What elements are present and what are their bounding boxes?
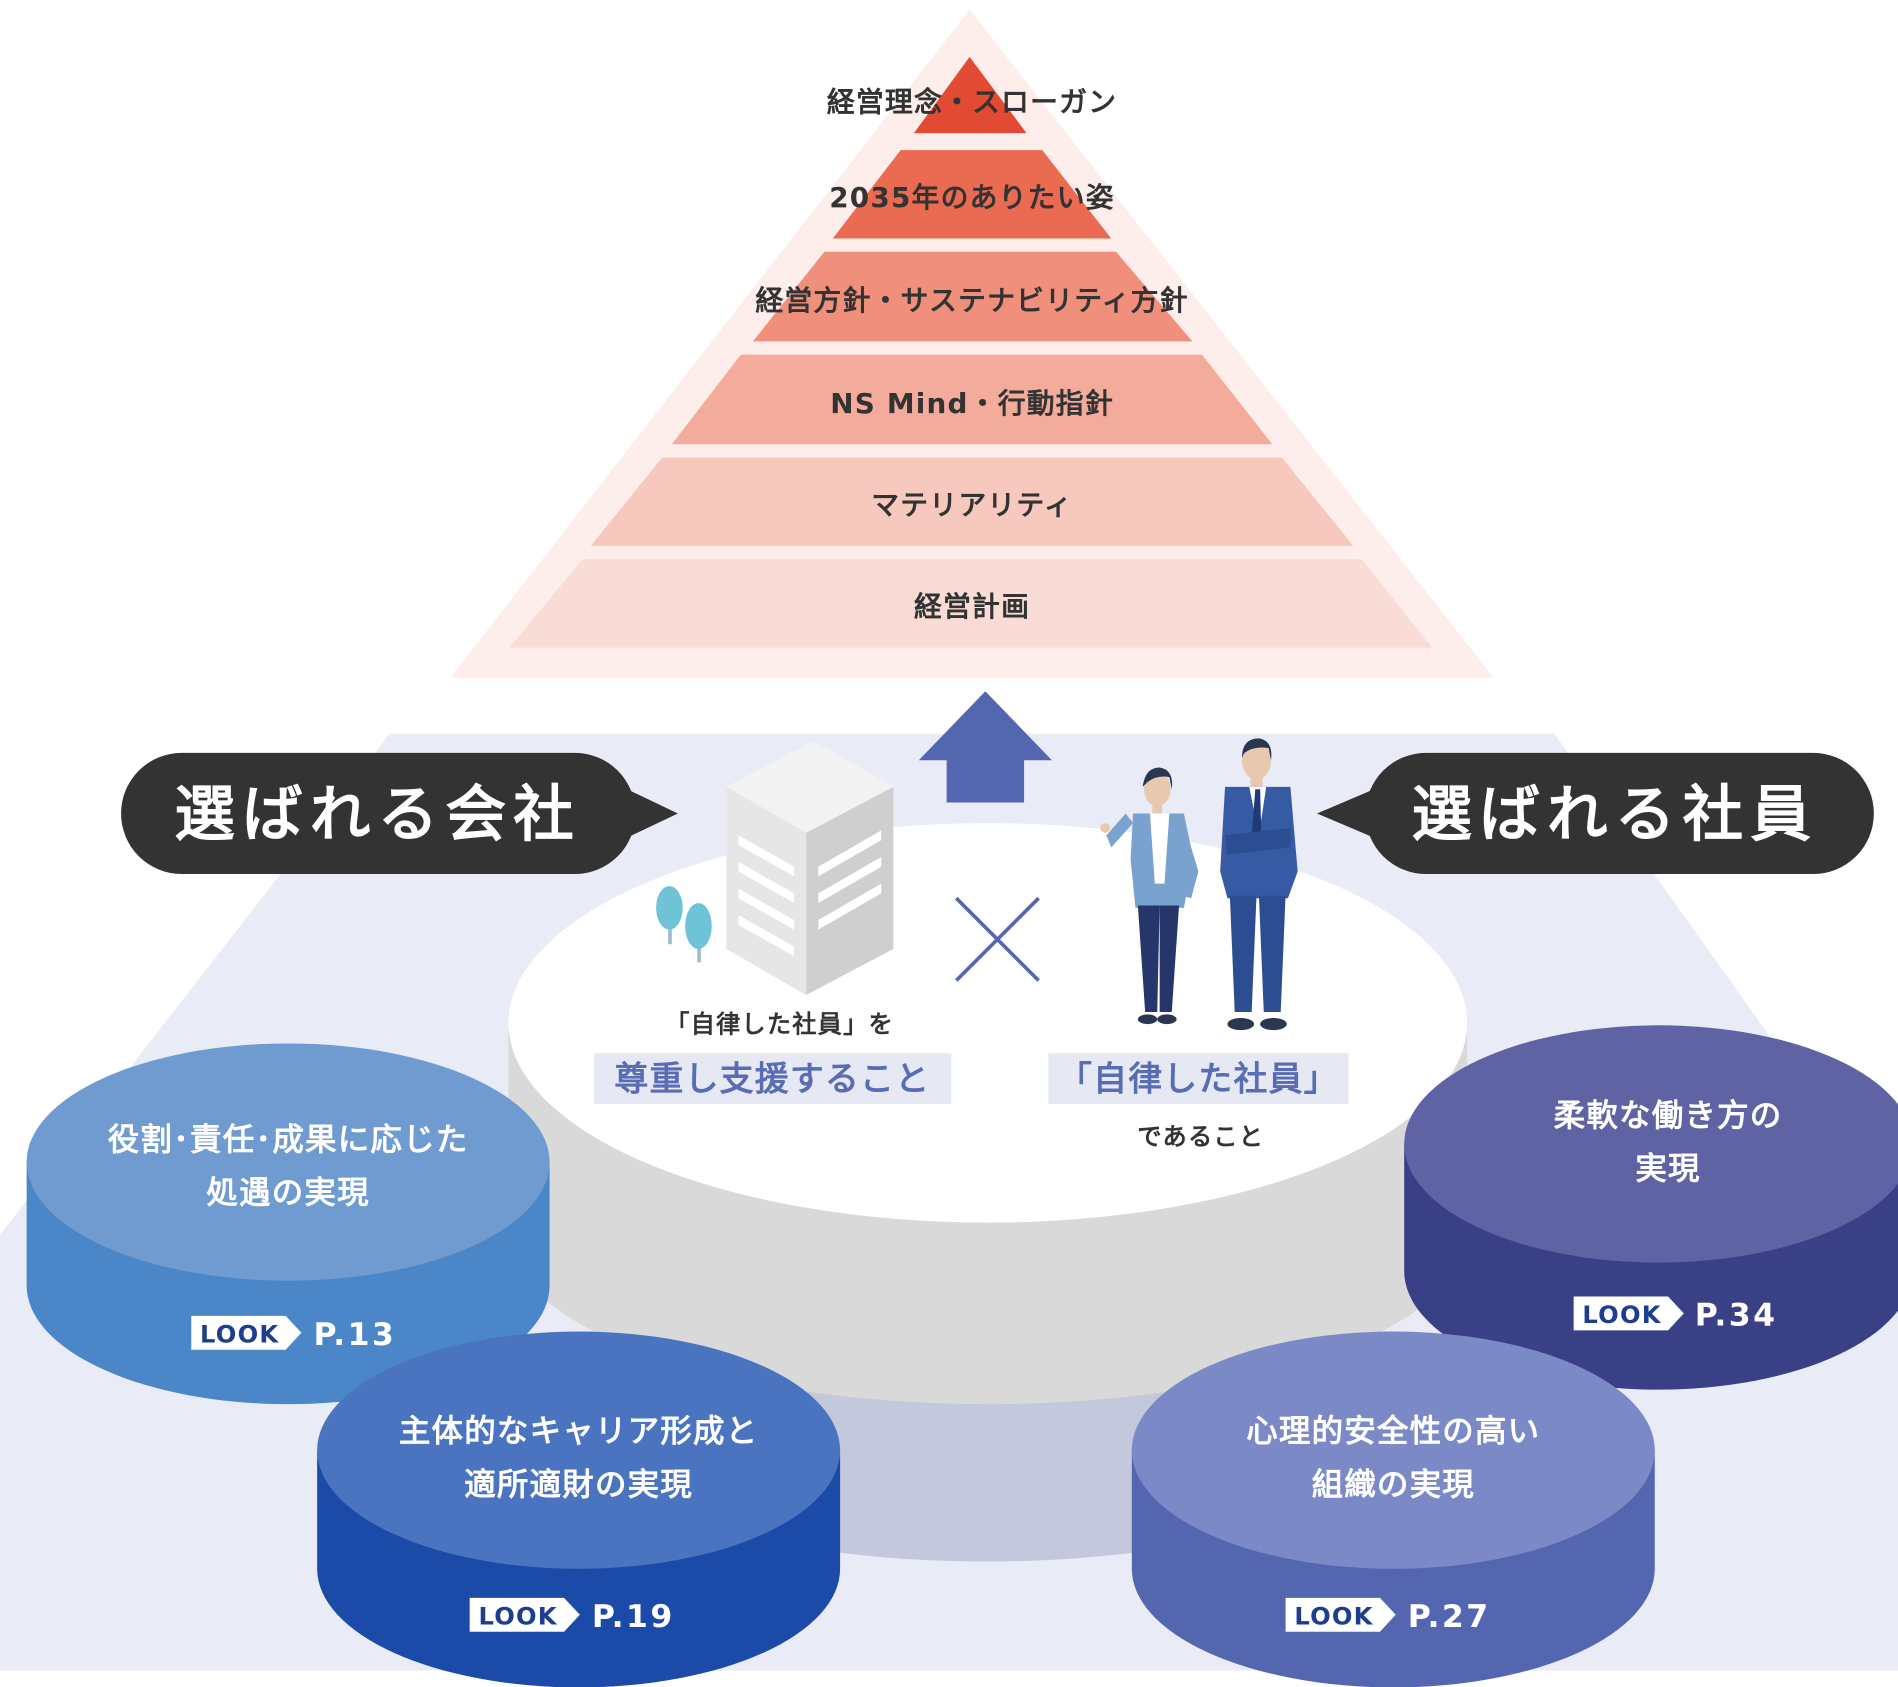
look-label-3: LOOK — [1294, 1602, 1373, 1630]
center-left-line1: 「自律した社員」を — [665, 1011, 894, 1039]
pyramid-label-6: 経営計画 — [914, 590, 1030, 623]
disc-psychological-safety: 心理的安全性の高い 組織の実現 LOOK P.27 — [1131, 1331, 1655, 1687]
center-right-highlight-bg — [1048, 1053, 1349, 1104]
disc-3-line1: 心理的安全性の高い — [1246, 1413, 1540, 1450]
look-label-2: LOOK — [478, 1602, 557, 1630]
callout-company-label: 選ばれる会社 — [174, 780, 581, 850]
disc-4-line2: 実現 — [1635, 1151, 1700, 1187]
page-ref-2: P.19 — [592, 1599, 675, 1635]
pyramid-label-4: NS Mind・行動指針 — [830, 387, 1114, 420]
look-label-4: LOOK — [1582, 1301, 1661, 1329]
look-badge-p34[interactable]: LOOK P.34 — [1573, 1296, 1778, 1333]
disc-4-line1: 柔軟な働き方の — [1554, 1097, 1783, 1134]
pyramid-label-2: 2035年のありたい姿 — [829, 181, 1115, 214]
pyramid-label-5: マテリアリティ — [871, 488, 1073, 521]
man-figure — [1220, 738, 1298, 1031]
look-label-1: LOOK — [200, 1320, 279, 1348]
callout-employee-label: 選ばれる社員 — [1411, 780, 1818, 850]
pyramid-label-1: 経営理念・スローガン — [827, 85, 1117, 118]
page-ref-4: P.34 — [1695, 1297, 1778, 1333]
disc-1-line1: 役割･責任･成果に応じた — [108, 1122, 469, 1158]
pyramid-layer-4 — [671, 354, 1273, 445]
center-right-highlight: 「自律した社員」 — [1058, 1060, 1339, 1099]
disc-3-line2: 組織の実現 — [1312, 1467, 1475, 1503]
look-badge-p13[interactable]: LOOK P.13 — [191, 1315, 397, 1353]
pyramid-label-3: 経営方針・サステナビリティ方針 — [755, 284, 1188, 317]
callout-employee: 選ばれる社員 — [1317, 752, 1874, 874]
up-arrow — [918, 691, 1052, 803]
cross-icon — [955, 896, 1040, 982]
disc-flexible-work: 柔軟な働き方の 実現 LOOK P.34 — [1404, 1025, 1898, 1390]
disc-compensation: 役割･責任･成果に応じた 処遇の実現 LOOK P.13 — [26, 1043, 550, 1405]
pyramid-layer-5 — [590, 457, 1354, 546]
pyramid-layer-1 — [913, 56, 1027, 134]
center-right-line2: であること — [1137, 1123, 1264, 1151]
pyramid-layer-2 — [832, 150, 1112, 239]
page-ref-3: P.27 — [1408, 1599, 1491, 1635]
center-left-highlight: 尊重し支援すること — [614, 1060, 930, 1099]
page-ref-1: P.13 — [314, 1317, 397, 1353]
woman-figure — [1100, 767, 1199, 1025]
disc-2-line1: 主体的なキャリア形成と — [399, 1414, 758, 1450]
center-left-highlight-bg — [594, 1053, 952, 1104]
look-badge-p19[interactable]: LOOK P.19 — [469, 1597, 675, 1635]
disc-2-line2: 適所適財の実現 — [464, 1467, 693, 1503]
tree-icon — [656, 886, 712, 963]
look-badge-p27[interactable]: LOOK P.27 — [1285, 1597, 1491, 1635]
center-disc — [508, 823, 1468, 1405]
pyramid-layer-3 — [752, 251, 1193, 342]
pyramid-layer-6 — [509, 559, 1433, 648]
disc-career: 主体的なキャリア形成と 適所適財の実現 LOOK P.19 — [317, 1331, 841, 1687]
disc-1-line2: 処遇の実現 — [206, 1175, 369, 1211]
callout-company: 選ばれる会社 — [121, 752, 678, 874]
building-illustration — [726, 740, 894, 996]
